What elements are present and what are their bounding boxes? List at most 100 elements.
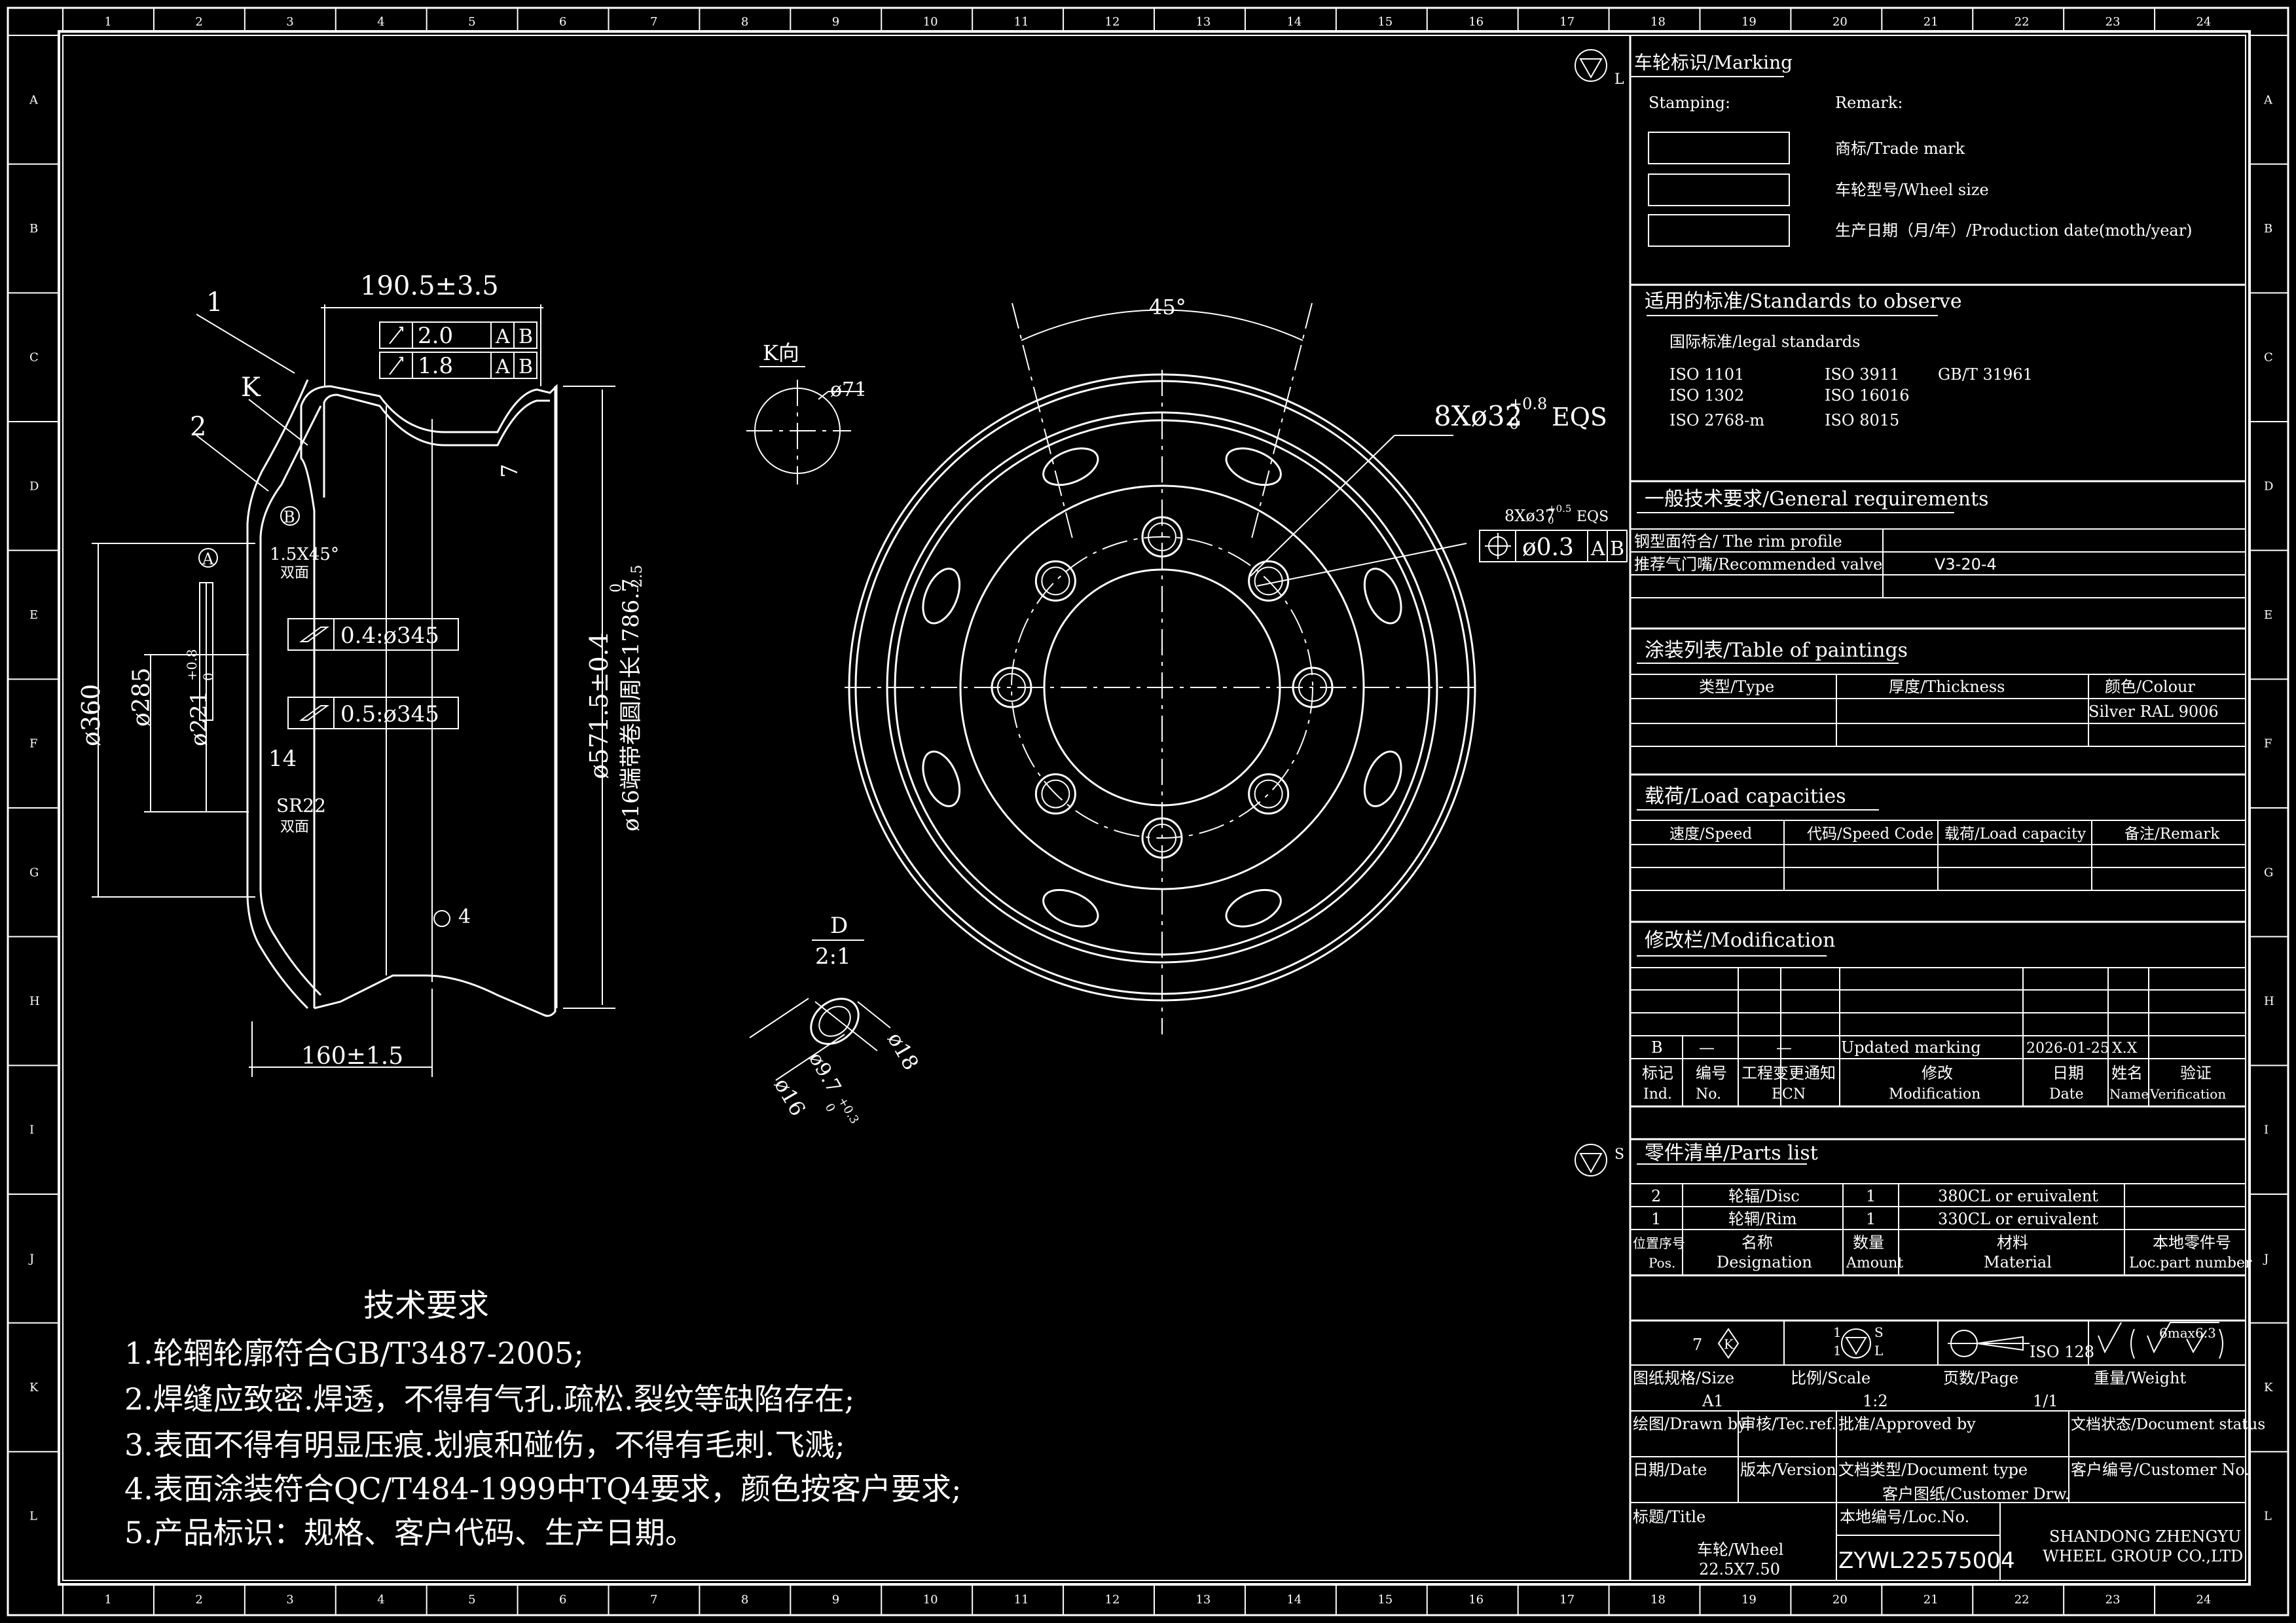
zone-col-top: 13 <box>1195 15 1211 29</box>
zone-row-left: B <box>29 222 38 236</box>
zone-row-left: C <box>29 351 39 365</box>
mod-r4: Updated marking <box>1841 1038 1981 1057</box>
mod-title: 修改栏/Modification <box>1645 929 1835 952</box>
dim-221-tol-upper: +0.8 <box>184 649 200 681</box>
parts-he3: Amount <box>1846 1255 1903 1271</box>
bolt-hole-inner <box>1041 779 1070 809</box>
parts-he1: Pos. <box>1649 1255 1675 1271</box>
bolt-tol-lower: 0 <box>1548 515 1554 526</box>
marking-remark: Remark: <box>1835 94 1903 112</box>
tech-line-1: 1.轮辋轮廓符合GB/T3487-2005; <box>124 1336 584 1371</box>
dim-571-5: ø571.5±0.4 <box>585 632 613 779</box>
zone-row-right: A <box>2263 93 2273 107</box>
tech-requirements: 技术要求 1.轮辋轮廓符合GB/T3487-2005; 2.焊缝应致密.焊透，不… <box>124 1287 962 1550</box>
zone-col-bottom: 15 <box>1377 1593 1393 1607</box>
position-tol: ø0.3 <box>1522 534 1574 561</box>
radius-sr22: SR22 <box>276 795 326 816</box>
right-panel-text: L S 车轮标识/Marking Stamping: Remark: 商标/Tr… <box>1614 52 2265 1578</box>
tech-title: 技术要求 <box>363 1287 489 1324</box>
part-label-1: 1 <box>206 287 223 318</box>
bolt-hole <box>1141 516 1183 558</box>
symbol-bottom-letter: S <box>1614 1146 1624 1163</box>
chamfer-label: 1.5X45° <box>270 545 339 564</box>
load-title: 载荷/Load capacities <box>1645 785 1846 808</box>
front-view <box>845 302 1628 1034</box>
tb-size: A1 <box>1702 1392 1724 1410</box>
zone-col-bottom: 20 <box>1832 1593 1848 1607</box>
parts-r2c2: 轮辋/Rim <box>1728 1210 1797 1228</box>
zone-row-right: J <box>2263 1252 2269 1266</box>
zone-row-left: H <box>29 994 40 1008</box>
parts-he4: Material <box>1984 1253 2052 1271</box>
zone-row-right: L <box>2264 1510 2272 1523</box>
zone-row-left: G <box>29 866 39 879</box>
mod-r3: — <box>1776 1038 1792 1057</box>
zone-col-bottom: 8 <box>741 1593 748 1607</box>
part-label-2: 2 <box>190 412 206 442</box>
mod-hc7: 验证 <box>2180 1064 2212 1082</box>
zone-col-top: 22 <box>2014 15 2030 29</box>
zone-col-top: 24 <box>2196 15 2212 29</box>
parts-he5: Loc.part number <box>2129 1255 2252 1271</box>
zone-row-right: B <box>2264 222 2272 236</box>
zone-col-top: 1 <box>104 15 111 29</box>
zone-row-right: G <box>2264 866 2273 879</box>
std-c2-2: ISO 16016 <box>1825 386 1910 405</box>
tb-rough2: 6.3 <box>2195 1325 2216 1341</box>
zone-row-left: L <box>29 1510 37 1523</box>
tech-line-5: 5.产品标识：规格、客户代码、生产日期。 <box>124 1515 695 1550</box>
section-labels: 190.5±3.5 2.0 A B 1.8 A B 1 K 2 7 1.5X45… <box>77 271 646 1070</box>
bolt-hole <box>1141 817 1183 859</box>
zone-col-top: 16 <box>1468 15 1484 29</box>
zone-row-left: J <box>28 1252 34 1266</box>
zone-col-top: 10 <box>923 15 938 29</box>
tol-frame-1: 2.0 <box>418 323 453 349</box>
zone-row-left: K <box>29 1381 39 1395</box>
dim-160: 160±1.5 <box>301 1043 403 1070</box>
tb-customer-no: 客户编号/Customer No. <box>2071 1461 2250 1479</box>
zone-row-right: E <box>2264 608 2272 622</box>
tb-customer-drw: 客户图纸/Customer Drw. <box>1882 1485 2069 1503</box>
paint-h1: 类型/Type <box>1699 678 1774 696</box>
zone-col-top: 12 <box>1105 15 1120 29</box>
mod-hc6: 姓名 <box>2111 1064 2143 1082</box>
vent-hole <box>1363 750 1402 807</box>
zone-col-top: 2 <box>195 15 202 29</box>
zone-col-bottom: 10 <box>923 1593 938 1607</box>
flatness-05: 0.5:ø345 <box>340 701 439 727</box>
holes-callout: 8Xø32 <box>1434 400 1522 432</box>
paint-h2: 厚度/Thickness <box>1889 678 2005 696</box>
mod-hc2: 编号 <box>1696 1064 1727 1082</box>
tb-page-label: 页数/Page <box>1943 1369 2018 1387</box>
zone-markers: 1122334455667788991010111112121313141415… <box>8 8 2288 1615</box>
parts-r2c1: 1 <box>1651 1210 1661 1228</box>
bolt-hole-inner <box>1148 824 1176 852</box>
mod-he6: Name <box>2109 1086 2149 1102</box>
parts-r2c4: 330CL or eruivalent <box>1938 1210 2098 1228</box>
tb-sym-l: L <box>1874 1343 1883 1359</box>
tb-locno: ZYWL22575004 <box>1838 1548 2015 1574</box>
bolt-hole <box>1248 560 1290 602</box>
right-panel-lines <box>1575 35 2246 1580</box>
bolt-holes <box>991 516 1334 859</box>
circ-tol-lower: -2.5 <box>629 565 646 593</box>
tb-iso: ISO 128 <box>2030 1343 2094 1361</box>
mod-he7: Verification <box>2149 1086 2226 1102</box>
bolt-eqs: EQS <box>1576 509 1609 525</box>
std-c3-1: GB/T 31961 <box>1938 365 2033 384</box>
tb-num1a: 1 <box>1833 1324 1842 1340</box>
d-detail-scale: 2:1 <box>815 943 851 970</box>
mod-hc3: 工程变更通知 <box>1741 1064 1836 1082</box>
zone-col-bottom: 3 <box>286 1593 293 1607</box>
zone-row-right: K <box>2264 1381 2273 1395</box>
zone-col-bottom: 2 <box>195 1593 202 1607</box>
bolt-tol-upper: +0.5 <box>1548 503 1571 515</box>
parts-hc3: 数量 <box>1853 1233 1884 1252</box>
tb-doc-type: 文档类型/Document type <box>1838 1461 2028 1479</box>
bolt-hole-inner <box>1148 522 1176 551</box>
zone-col-bottom: 1 <box>104 1593 111 1607</box>
dim-14: 14 <box>268 746 297 772</box>
view-label-k: K <box>241 373 261 403</box>
zone-col-top: 20 <box>1832 15 1848 29</box>
mod-r5: 2026-01-25 <box>2026 1040 2109 1057</box>
